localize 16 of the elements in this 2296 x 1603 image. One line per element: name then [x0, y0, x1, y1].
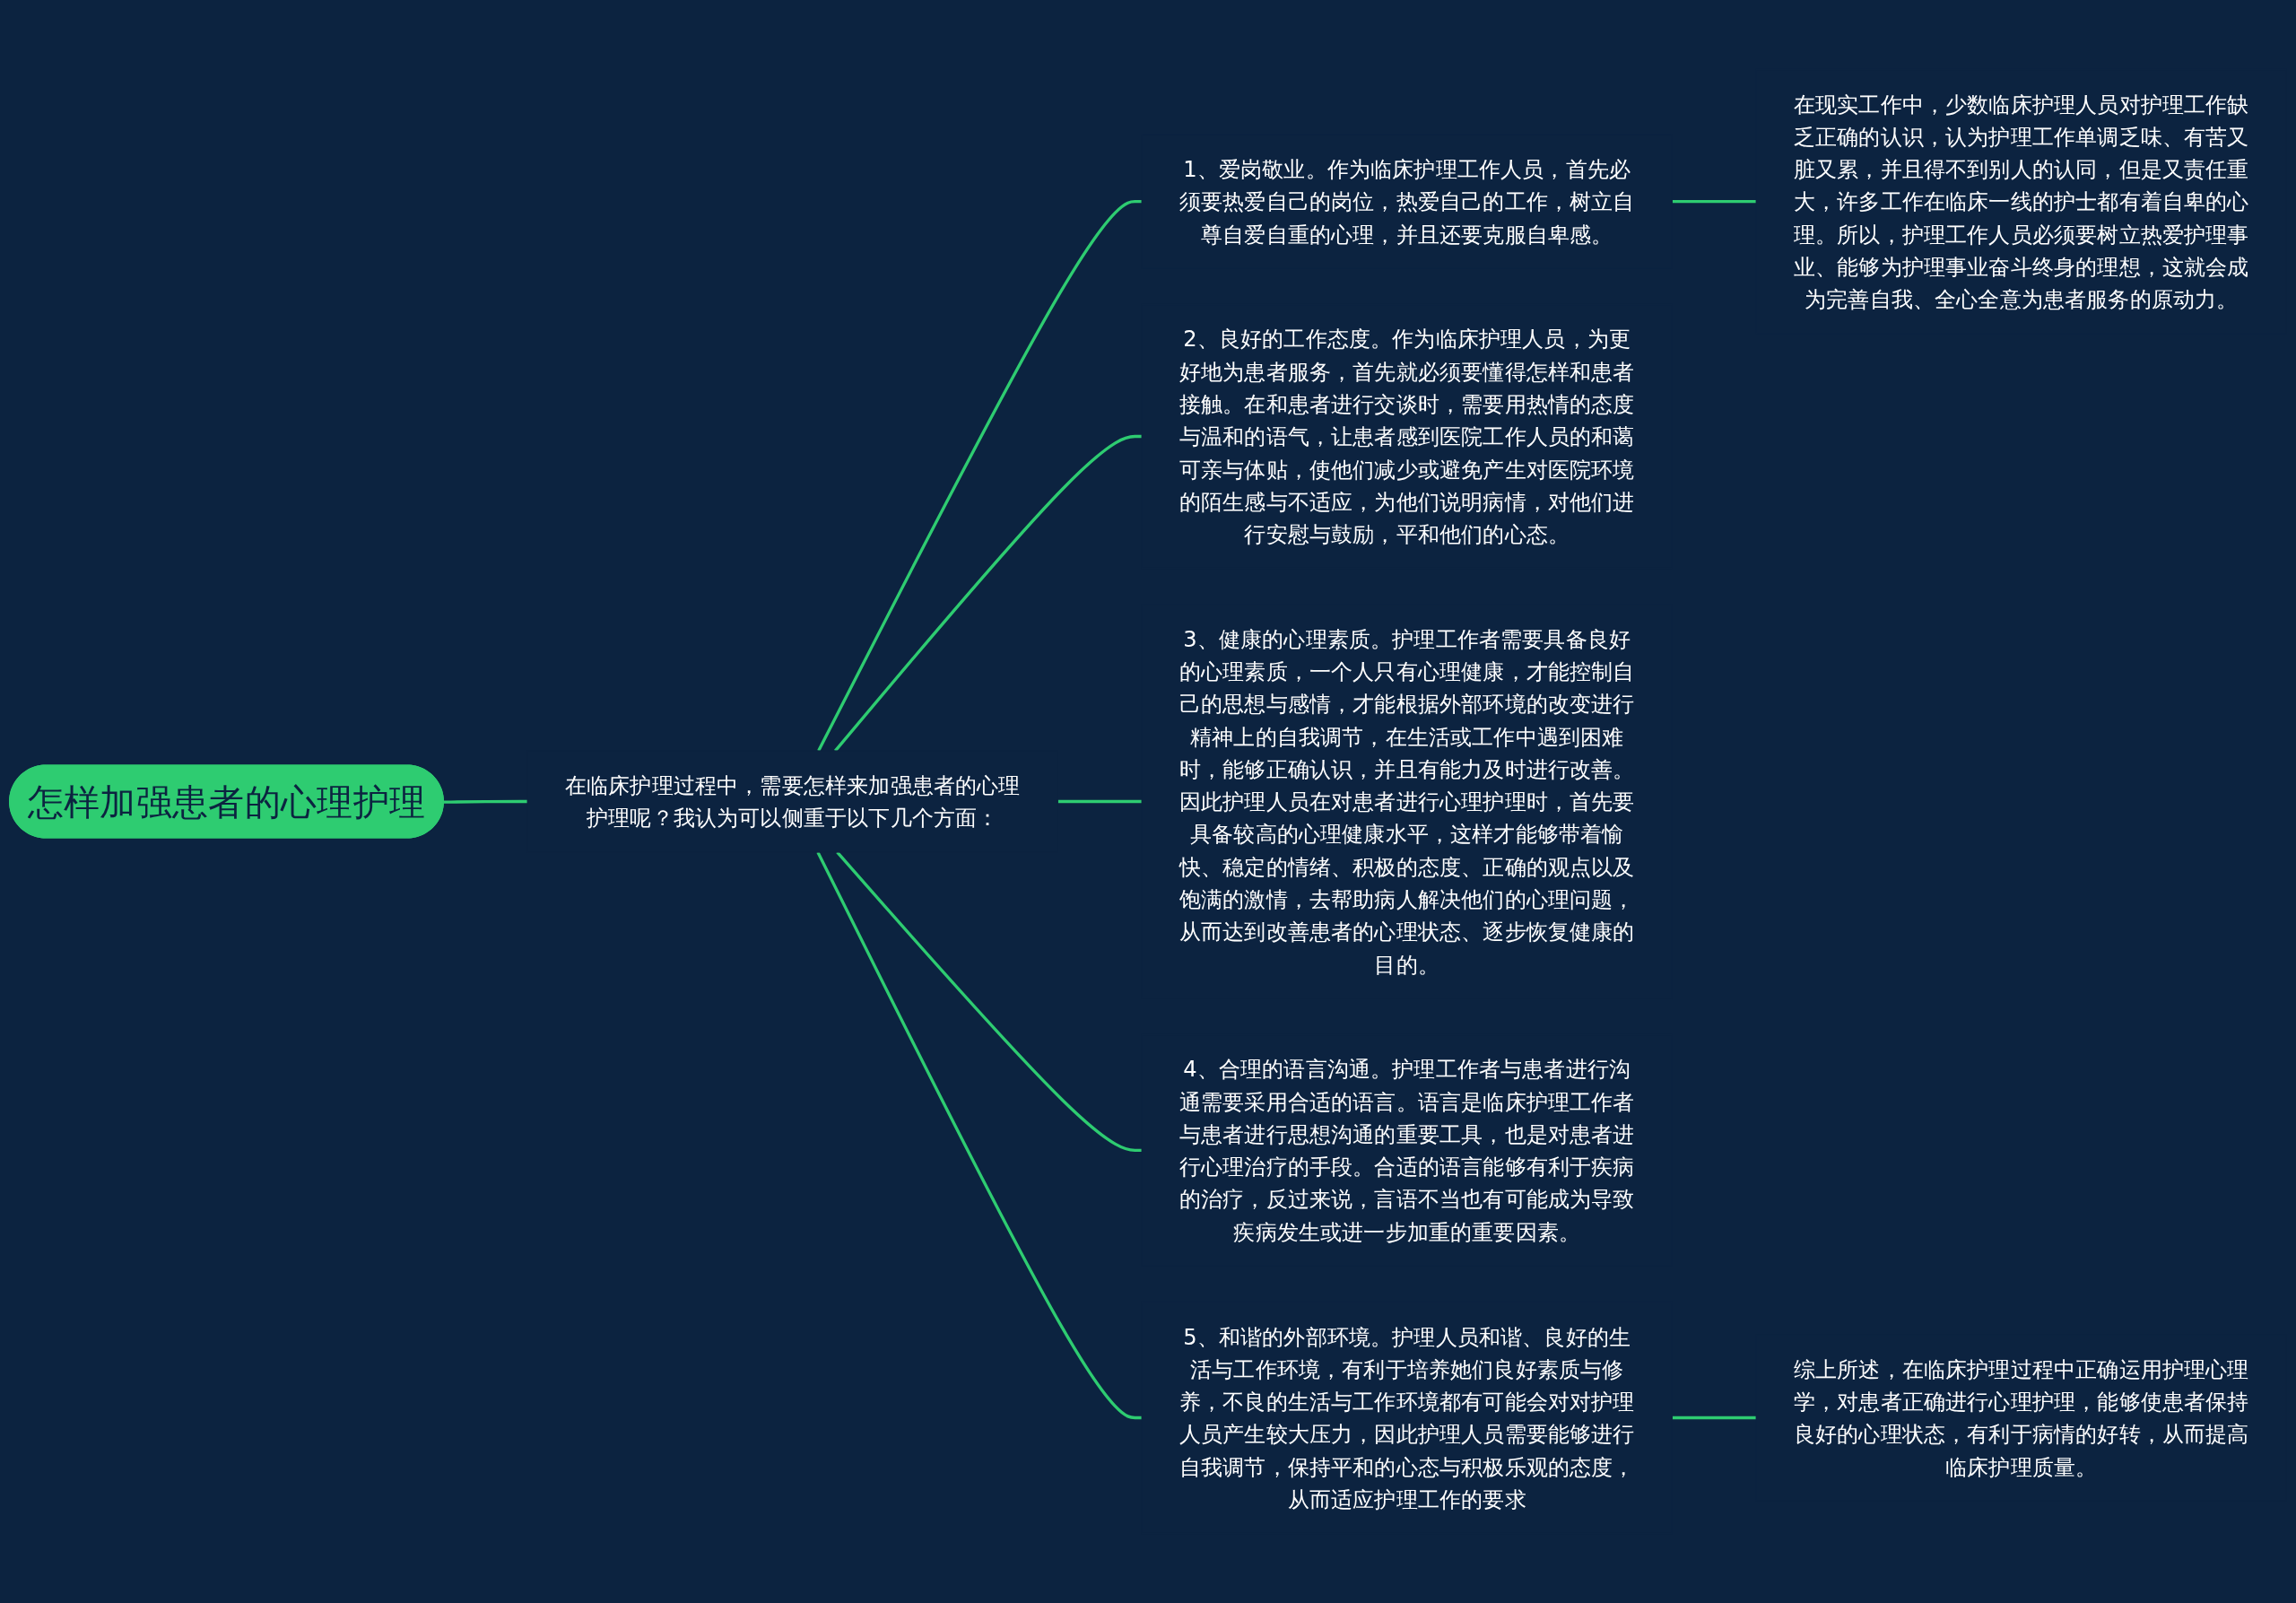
- node-text: 2、良好的工作态度。作为临床护理人员，为更好地为患者服务，首先就必须要懂得怎样和患者接触。在和患者进行交谈时，需要用热情的态度与温和的语气，让患者感到医院工作人员的和蔼可亲与体贴，使他们减少或避免产生对医院环境的陌生感与不适应，为他们说明病情，对他们进行安慰与鼓励，平和他们的心态。: [1178, 326, 1635, 547]
- connector: [833, 434, 1143, 753]
- connector: [1057, 799, 1143, 804]
- node-text: 1、爱岗敬业。作为临床护理工作人员，首先必须要热爱自己的岗位，热爱自己的工作，树立自尊自爱自重的心理，并且还要克服自卑感。: [1178, 156, 1635, 247]
- node-text: 在临床护理过程中，需要怎样来加强患者的心理护理呢？我认为可以侧重于以下几个方面：: [564, 772, 1021, 831]
- connector: [816, 851, 1143, 1420]
- connector: [836, 850, 1143, 1152]
- node-text: 4、合理的语言沟通。护理工作者与患者进行沟通需要采用合适的语言。语言是临床护理工作者与患者进行思想沟通的重要工具，也是对患者进行心理治疗的手段。合适的语言能够有利于疾病的治疗，反过来说，言语不当也有可能成为导致疾病发生或进一步加重的重要因素。: [1178, 1056, 1635, 1245]
- connector: [1672, 199, 1757, 204]
- node-text: 5、和谐的外部环境。护理人员和谐、良好的生活与工作环境，有利于培养她们良好素质与修养，不良的生活与工作环境都有可能会对对护理人员产生较大压力，因此护理人员需要能够进行自我调节，保持平和的心态与积极乐观的态度，从而适应护理工作的要求: [1178, 1323, 1635, 1512]
- node-text: 3、健康的心理素质。护理工作者需要具备良好的心理素质，一个人只有心理健康，才能控制自己的思想与感情，才能根据外部环境的改变进行精神上的自我调节，在生活或工作中遇到困难时，能够正确认识，并且有能力及时进行改善。因此护理人员在对患者进行心理护理时，首先要具备较高的心理健康水平，这样才能够带着愉快、稳定的情绪、积极的态度、正确的观点以及饱满的激情，去帮助病人解决他们的心理问题，从而达到改善患者的心理状态、逐步恢复健康的目的。: [1178, 626, 1635, 977]
- node-text: 在现实工作中，少数临床护理人员对护理工作缺乏正确的认识，认为护理工作单调乏味、有苦又脏又累，并且得不到别人的认同，但是又责任重大，许多工作在临床一线的护士都有着自卑的心理。所以，护理工作人员必须要树立热爱护理事业、能够为护理事业奋斗终身的理想，这就会成为完善自我、全心全意为患者服务的原动力。: [1793, 91, 2249, 312]
- connector: [443, 799, 528, 804]
- connector: [817, 199, 1143, 752]
- node-text: 综上所述，在临床护理过程中正确运用护理心理学，对患者正确进行心理护理，能够使患者保持良好的心理状态，有利于病情的好转，从而提高临床护理质量。: [1793, 1356, 2249, 1480]
- connector: [1672, 1416, 1757, 1420]
